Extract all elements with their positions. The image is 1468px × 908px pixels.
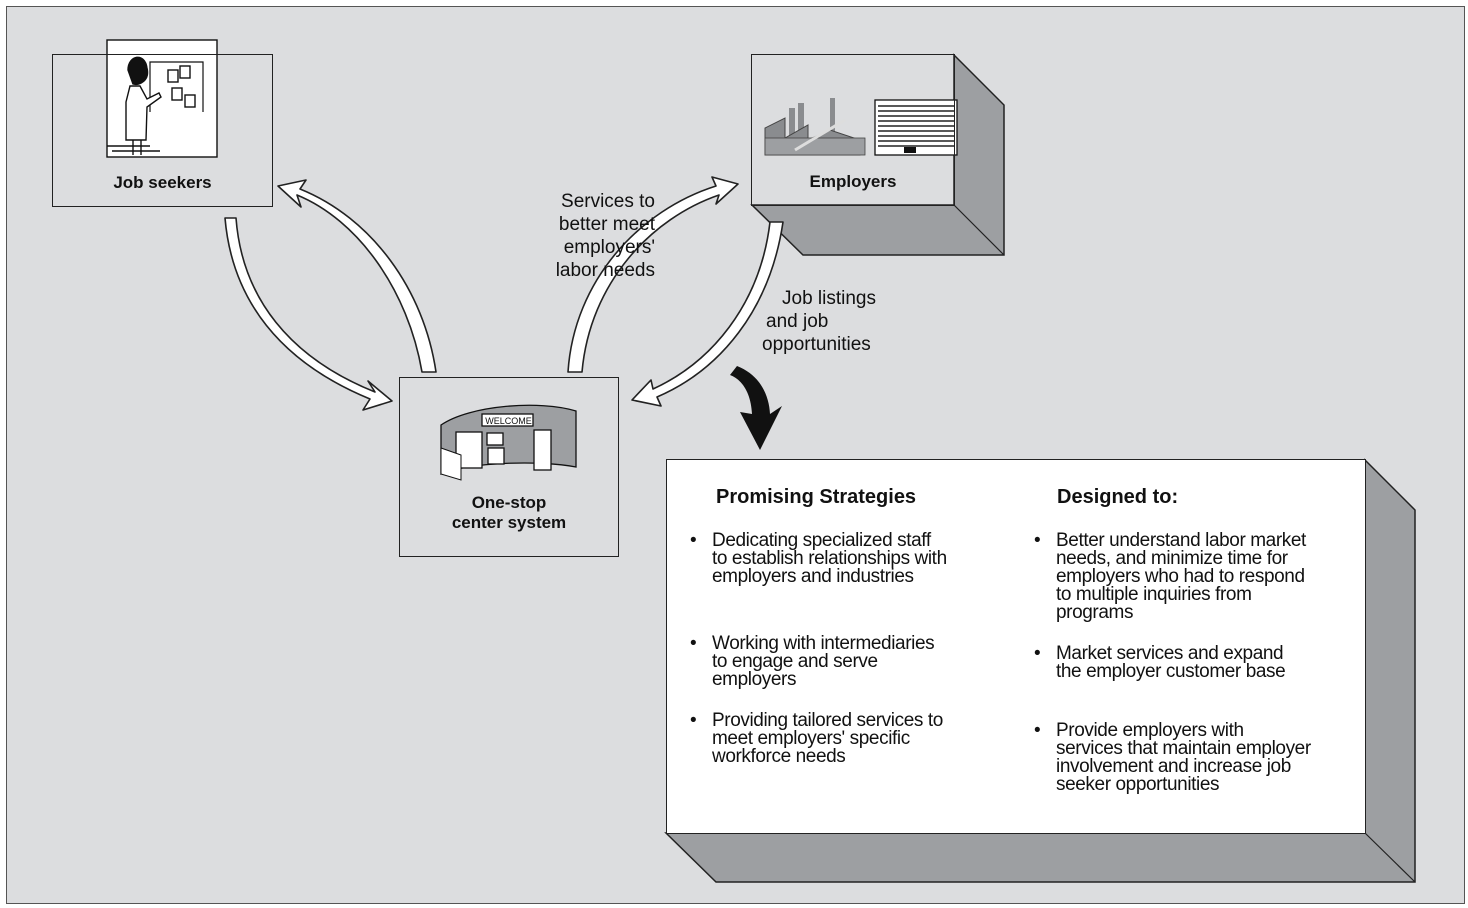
strategies-list: Dedicating specialized staff to establis… bbox=[690, 530, 1010, 767]
strategy-line: Working with intermediaries bbox=[712, 633, 935, 654]
arrow-jobseekers-to-onestop bbox=[224, 217, 393, 411]
one-stop-label-line1: One-stop bbox=[471, 493, 547, 512]
employer-buildings-icon bbox=[764, 98, 958, 156]
job-listings-label-line: opportunities bbox=[762, 334, 871, 355]
goal-item: Provide employers with services that mai… bbox=[1034, 720, 1364, 795]
arrow-onestop-to-employers bbox=[567, 176, 739, 373]
services-label: Services to better meet employers' labor… bbox=[470, 190, 655, 282]
goal-item: Market services and expand the employer … bbox=[1034, 643, 1364, 682]
arrow-employers-to-onestop bbox=[631, 221, 784, 407]
services-label-line: employers' bbox=[563, 237, 655, 258]
goal-line: Better understand labor market bbox=[1056, 530, 1306, 551]
goals-list: Better understand labor market needs, an… bbox=[1034, 530, 1364, 795]
strategy-line: Providing tailored services to bbox=[712, 710, 943, 731]
job-listings-label-line: and job bbox=[766, 311, 829, 332]
one-stop-center-icon bbox=[440, 404, 577, 481]
goal-line: Market services and expand bbox=[1056, 643, 1284, 664]
strategy-item: Dedicating specialized staff to establis… bbox=[690, 530, 1010, 587]
arrow-onestop-to-jobseekers bbox=[277, 179, 437, 373]
employers-label: Employers bbox=[809, 172, 897, 191]
strategy-item: Providing tailored services to meet empl… bbox=[690, 710, 1010, 767]
strategy-line: employers bbox=[712, 669, 797, 690]
strategies-panel: Promising Strategies Designed to: Dedica… bbox=[666, 459, 1366, 834]
goal-item: Better understand labor market needs, an… bbox=[1034, 530, 1364, 623]
services-label-line: labor needs bbox=[555, 260, 655, 281]
designed-to-heading: Designed to: bbox=[1057, 486, 1179, 508]
goal-line: involvement and increase job bbox=[1056, 756, 1291, 777]
job-seeker-icon bbox=[106, 39, 218, 158]
strategy-line: Dedicating specialized staff bbox=[712, 530, 931, 551]
strategy-line: to establish relationships with bbox=[712, 548, 947, 569]
goal-line: seeker opportunities bbox=[1056, 774, 1220, 795]
one-stop-node: WELCOME One-stop center system bbox=[399, 377, 619, 557]
job-seekers-node: Job seekers bbox=[52, 54, 273, 207]
goal-line: services that maintain employer bbox=[1056, 738, 1311, 759]
one-stop-label-line2: center system bbox=[451, 513, 567, 532]
strategy-line: meet employers' specific bbox=[712, 728, 910, 749]
job-listings-label: Job listings and job opportunities bbox=[762, 287, 922, 356]
services-label-line: better meet bbox=[558, 214, 655, 235]
strategy-line: workforce needs bbox=[712, 746, 846, 767]
goal-line: the employer customer base bbox=[1056, 661, 1286, 682]
strategy-line: employers and industries bbox=[712, 566, 914, 587]
goal-line: employers who had to respond bbox=[1056, 566, 1305, 587]
promising-strategies-heading: Promising Strategies bbox=[716, 486, 917, 508]
goal-line: programs bbox=[1056, 602, 1134, 623]
services-label-line: Services to bbox=[561, 191, 655, 212]
welcome-sign: WELCOME bbox=[485, 416, 532, 426]
strategy-line: to engage and serve bbox=[712, 651, 878, 672]
job-listings-label-line: Job listings bbox=[782, 288, 876, 309]
employers-node: Employers bbox=[751, 54, 955, 206]
goal-line: needs, and minimize time for bbox=[1056, 548, 1288, 569]
goal-line: Provide employers with bbox=[1056, 720, 1244, 741]
job-seekers-label: Job seekers bbox=[113, 173, 212, 192]
goal-line: to multiple inquiries from bbox=[1056, 584, 1252, 605]
arrow-to-strategies bbox=[730, 366, 782, 450]
strategy-item: Working with intermediaries to engage an… bbox=[690, 633, 1010, 690]
